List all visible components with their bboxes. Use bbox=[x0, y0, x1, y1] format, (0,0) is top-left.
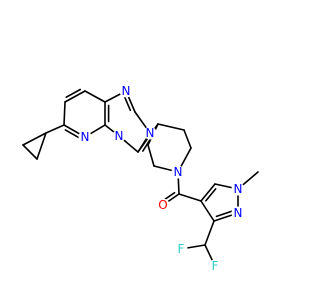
atom-label-f-1: F bbox=[178, 242, 185, 256]
atom-label-background bbox=[112, 129, 126, 143]
atom-label-n-tr-low: N bbox=[146, 126, 155, 140]
atom-label-n-tr-left: N bbox=[115, 129, 124, 143]
atom-label-background bbox=[119, 84, 133, 98]
bond-line bbox=[22, 144, 38, 160]
bond-line bbox=[123, 94, 132, 112]
atom-label-n-pz: N bbox=[234, 206, 243, 220]
atom-label-background bbox=[156, 198, 170, 212]
bond-line bbox=[63, 101, 66, 126]
atom-label-n-pz-methyl: N bbox=[234, 182, 243, 196]
bond-line bbox=[183, 129, 192, 149]
bond-line bbox=[178, 193, 202, 202]
atom-label-background bbox=[171, 165, 185, 179]
atom-label-background bbox=[231, 182, 245, 196]
bond-line bbox=[204, 220, 215, 246]
bond-line bbox=[157, 123, 185, 131]
bond-line bbox=[205, 188, 217, 202]
bond-line bbox=[64, 90, 86, 103]
bond-line bbox=[215, 209, 235, 218]
atom-label-n-pip: N bbox=[174, 165, 183, 179]
bond-line bbox=[65, 88, 82, 98]
atom-label-f-2: F bbox=[212, 259, 219, 273]
bond-line bbox=[200, 200, 215, 222]
atom-label-n-pyd: N bbox=[81, 130, 90, 144]
bond-line bbox=[147, 144, 155, 167]
bond-line bbox=[84, 90, 106, 103]
bond-line bbox=[64, 129, 81, 140]
atom-label-background bbox=[78, 130, 92, 144]
bond-layer bbox=[22, 88, 259, 267]
bond-line bbox=[45, 124, 65, 134]
bond-line bbox=[22, 132, 47, 146]
atom-label-background bbox=[174, 242, 188, 256]
bond-line bbox=[36, 132, 47, 160]
atom-label-n-tr-top: N bbox=[122, 84, 131, 98]
bond-line bbox=[200, 183, 216, 202]
atom-label-background bbox=[231, 206, 245, 220]
atom-label-o-carbonyl: O bbox=[158, 198, 167, 212]
atom-label-background bbox=[143, 126, 157, 140]
atom-label-background bbox=[208, 259, 222, 273]
